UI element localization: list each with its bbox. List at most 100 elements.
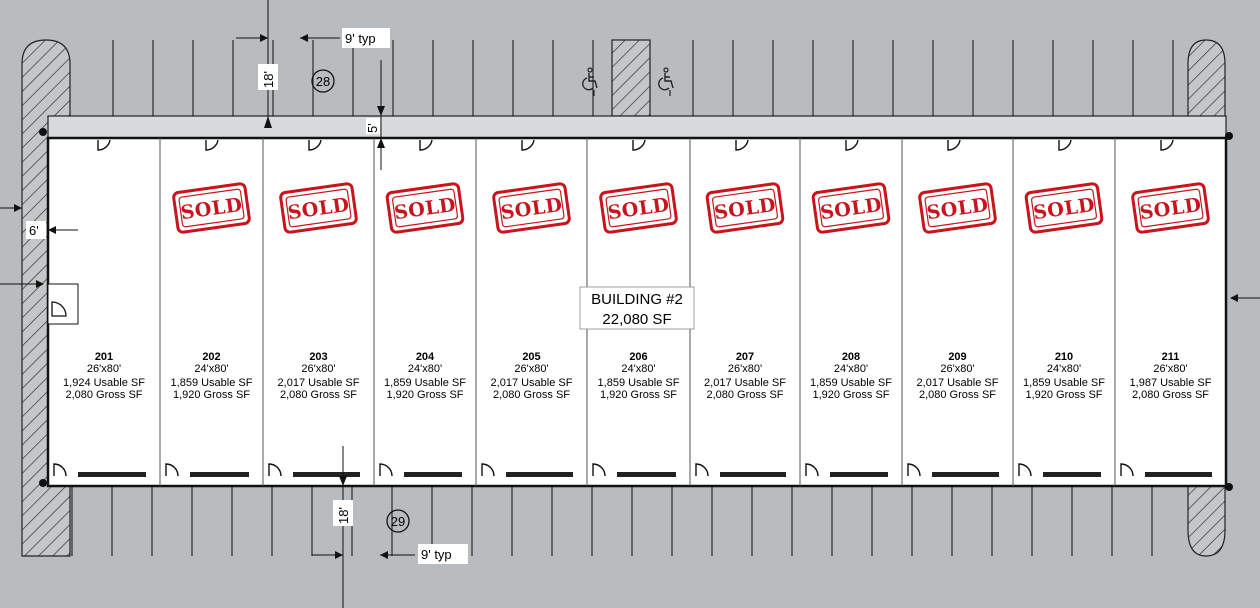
- unit-rear-door: [268, 463, 282, 477]
- unit-rear-door: [53, 463, 67, 477]
- unit-usable-sf: 2,017 Usable SF: [491, 377, 573, 389]
- unit-number: 201: [95, 351, 113, 363]
- dimension-walkway: 5': [365, 60, 385, 170]
- unit-gross-sf: 2,080 Gross SF: [65, 389, 142, 401]
- unit-door: [419, 139, 433, 151]
- unit-size: 24'x80': [621, 363, 655, 375]
- corner-marker: [1225, 483, 1233, 491]
- building-label: BUILDING #2 22,080 SF: [579, 286, 695, 330]
- unit-door: [97, 139, 111, 151]
- unit-usable-sf: 1,859 Usable SF: [810, 377, 892, 389]
- unit-door: [205, 139, 219, 151]
- ada-aisle-hatch: [611, 39, 651, 117]
- unit-size: 24'x80': [408, 363, 442, 375]
- dimension-stall-depth-bottom: 18': [333, 446, 353, 608]
- sold-stamp: SOLD: [918, 182, 997, 234]
- parking-row-number-top: 28: [316, 74, 330, 89]
- unit-usable-sf: 1,859 Usable SF: [384, 377, 466, 389]
- building-title: BUILDING #2: [591, 291, 683, 308]
- accessible-parking-icon: [658, 67, 674, 96]
- unit-door: [845, 139, 859, 151]
- unit-usable-sf: 2,017 Usable SF: [917, 377, 999, 389]
- stall-depth-label-bottom: 18': [336, 507, 351, 524]
- sold-stamp: SOLD: [385, 182, 465, 234]
- unit-number: 207: [736, 351, 754, 363]
- unit-gross-sf: 2,080 Gross SF: [1132, 389, 1209, 401]
- unit-size: 24'x80': [834, 363, 868, 375]
- overhead-door: [617, 472, 676, 477]
- unit-gross-sf: 1,920 Gross SF: [173, 389, 250, 401]
- unit-rear-door: [695, 463, 709, 477]
- unit-gross-sf: 2,080 Gross SF: [280, 389, 357, 401]
- unit-size: 26'x80': [514, 363, 548, 375]
- parking-stalls-top: [112, 40, 1174, 116]
- unit-gross-sf: 1,920 Gross SF: [600, 389, 677, 401]
- dimension-side-setback: 6': [0, 204, 78, 239]
- unit-usable-sf: 1,859 Usable SF: [598, 377, 680, 389]
- stall-depth-label-top: 18': [261, 71, 276, 88]
- unit-number: 205: [522, 351, 540, 363]
- stall-width-label-top: 9' typ: [345, 31, 376, 46]
- unit-rear-door: [592, 463, 606, 477]
- dimension-stall-depth-top: 18': [258, 64, 278, 128]
- overhead-door: [720, 472, 786, 477]
- sold-stamp: SOLD: [1024, 182, 1104, 234]
- unit-number: 202: [202, 351, 220, 363]
- unit-gross-sf: 2,080 Gross SF: [493, 389, 570, 401]
- walkway-label: 5': [365, 123, 380, 133]
- dimension-stall-width-bottom: 9' typ: [312, 544, 468, 564]
- sold-stamp: SOLD: [705, 182, 785, 234]
- unit-rear-door: [379, 463, 393, 477]
- unit-usable-sf: 2,017 Usable SF: [704, 377, 786, 389]
- overhead-door: [1043, 472, 1101, 477]
- overhead-door: [932, 472, 999, 477]
- corner-marker: [39, 479, 47, 487]
- overhead-door: [78, 472, 146, 477]
- unit-number: 206: [629, 351, 647, 363]
- parking-row-badge-bottom: 29: [386, 509, 410, 533]
- unit-rear-door: [907, 463, 921, 477]
- overhead-door: [506, 472, 573, 477]
- sold-stamp: SOLD: [172, 182, 251, 234]
- corner-marker: [1225, 132, 1233, 140]
- sold-stamp: SOLD: [599, 182, 678, 234]
- unit-number: 211: [1162, 351, 1180, 363]
- overhead-door: [190, 472, 249, 477]
- unit-usable-sf: 2,017 Usable SF: [278, 377, 360, 389]
- overhead-door: [293, 472, 360, 477]
- overhead-door: [830, 472, 888, 477]
- unit-usable-sf: 1,859 Usable SF: [1023, 377, 1105, 389]
- unit-number: 204: [416, 351, 435, 363]
- unit-number: 210: [1055, 351, 1073, 363]
- unit-door: [947, 139, 961, 151]
- unit-door: [521, 139, 535, 151]
- unit-usable-sf: 1,859 Usable SF: [171, 377, 253, 389]
- sold-stamp: SOLD: [492, 182, 571, 234]
- unit-rear-door: [165, 463, 179, 477]
- unit-door: [308, 139, 322, 151]
- stall-width-label-bottom: 9' typ: [421, 547, 452, 562]
- unit-gross-sf: 1,920 Gross SF: [386, 389, 463, 401]
- unit-number: 209: [948, 351, 966, 363]
- unit-number: 208: [842, 351, 860, 363]
- landscape-island-right-top: [1187, 39, 1226, 137]
- overhead-door: [404, 472, 462, 477]
- overhead-door: [1145, 472, 1212, 477]
- unit-gross-sf: 2,080 Gross SF: [706, 389, 783, 401]
- sidewalk: [47, 115, 1227, 139]
- unit-gross-sf: 1,920 Gross SF: [812, 389, 889, 401]
- unit-rear-door: [1120, 463, 1134, 477]
- unit-rear-door: [805, 463, 819, 477]
- entry-arrow-right: [1230, 294, 1260, 302]
- unit-door: [735, 139, 749, 151]
- sold-stamp: SOLD: [1131, 182, 1210, 234]
- unit-size: 26'x80': [728, 363, 762, 375]
